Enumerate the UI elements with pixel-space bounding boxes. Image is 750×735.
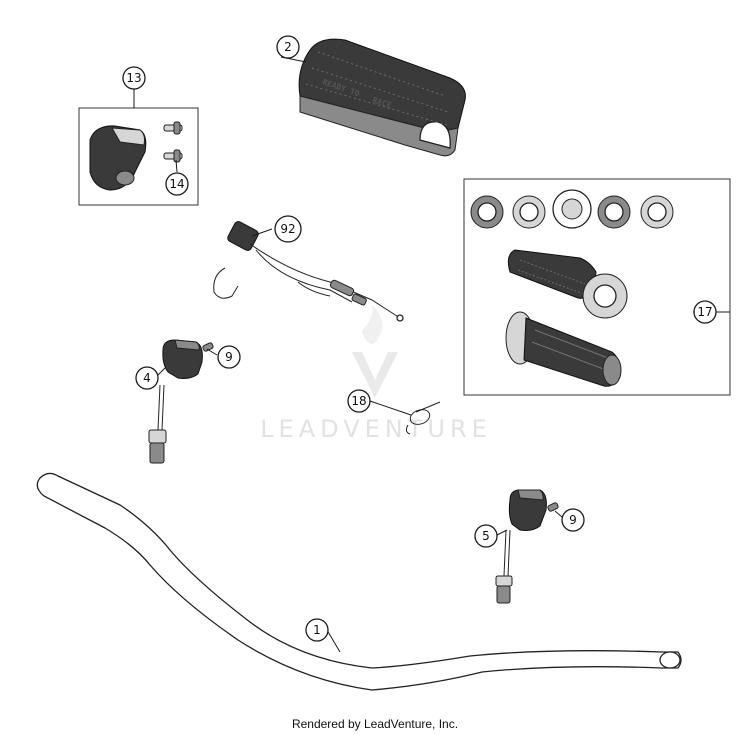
leadventure-watermark: LEADVENTURE bbox=[260, 305, 492, 443]
svg-text:5: 5 bbox=[482, 529, 490, 543]
throttle-grip bbox=[507, 249, 628, 319]
svg-text:92: 92 bbox=[280, 222, 295, 236]
callout-17: 17 bbox=[693, 300, 717, 324]
svg-text:1: 1 bbox=[313, 623, 321, 637]
throttle-cams-row bbox=[470, 189, 674, 229]
callout-5: 5 bbox=[474, 524, 498, 548]
svg-text:18: 18 bbox=[351, 394, 366, 408]
throttle-cable bbox=[213, 221, 404, 322]
leadventure-logo-icon bbox=[352, 305, 398, 398]
cable-tie bbox=[405, 401, 441, 435]
svg-text:2: 2 bbox=[284, 40, 292, 54]
callout-92: 92 bbox=[274, 215, 302, 243]
svg-text:9: 9 bbox=[225, 350, 233, 364]
handlebar bbox=[36, 472, 682, 691]
right-switch bbox=[495, 489, 547, 604]
watermark-text: LEADVENTURE bbox=[260, 415, 492, 443]
screw-9-right bbox=[547, 502, 559, 512]
grip-set-17-box bbox=[463, 178, 731, 396]
screw-14-lower bbox=[163, 149, 183, 163]
switch-assembly-13-box bbox=[78, 107, 199, 206]
screw-14-upper bbox=[163, 121, 183, 135]
callout-4: 4 bbox=[135, 366, 159, 390]
svg-text:17: 17 bbox=[697, 305, 712, 319]
left-grip bbox=[505, 311, 622, 387]
callout-1: 1 bbox=[305, 618, 329, 642]
svg-text:4: 4 bbox=[143, 371, 151, 385]
screw-9-left bbox=[202, 342, 214, 352]
callout-13: 13 bbox=[122, 66, 146, 90]
footer-credit: Rendered by LeadVenture, Inc. bbox=[292, 717, 458, 731]
left-switch bbox=[148, 339, 203, 464]
callout-18: 18 bbox=[347, 389, 371, 413]
callout-9-right: 9 bbox=[561, 508, 585, 532]
handlebar-pad: READY TO RACE bbox=[298, 38, 466, 157]
svg-text:14: 14 bbox=[169, 177, 184, 191]
callout-14: 14 bbox=[165, 172, 189, 196]
svg-text:13: 13 bbox=[126, 71, 141, 85]
svg-text:9: 9 bbox=[569, 513, 577, 527]
callout-2: 2 bbox=[276, 35, 300, 59]
callout-9-left: 9 bbox=[217, 345, 241, 369]
